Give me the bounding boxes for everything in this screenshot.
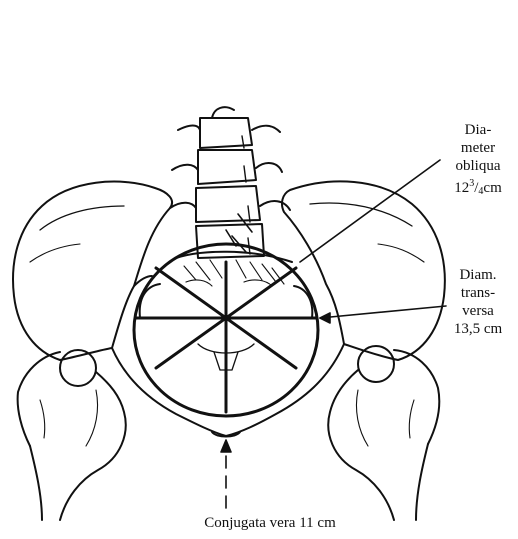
obliqua-line-2: meter — [438, 139, 518, 157]
left-iliac-wing — [13, 182, 172, 360]
right-femur — [328, 346, 439, 520]
transversa-pointer — [320, 306, 446, 318]
obliqua-unit: cm — [483, 180, 501, 196]
obliqua-value-numerator: 3 — [469, 178, 474, 189]
obliqua-line-3: obliqua — [438, 157, 518, 175]
transversa-line-3: versa — [438, 302, 518, 320]
transversa-value: 13,5 cm — [438, 320, 518, 338]
transversa-arrowhead — [320, 313, 330, 323]
inlet-diameters — [136, 262, 316, 412]
right-iliac-wing — [282, 181, 445, 360]
diameter-transversa-label: Diam. trans- versa 13,5 cm — [438, 266, 518, 338]
pointer-lines — [221, 160, 446, 508]
obliqua-line-1: Dia- — [438, 121, 518, 139]
transversa-line-2: trans- — [438, 284, 518, 302]
transversa-line-1: Diam. — [438, 266, 518, 284]
conjugata-arrowhead — [221, 440, 231, 452]
obliqua-value-whole: 12 — [454, 180, 469, 196]
left-femur — [18, 350, 126, 520]
pubic-region — [112, 344, 344, 437]
diameter-obliqua-label: Dia- meter obliqua 123/4cm — [438, 121, 518, 201]
conjugata-vera-label: Conjugata vera 11 cm — [150, 514, 390, 532]
obliqua-value: 123/4cm — [438, 175, 518, 201]
